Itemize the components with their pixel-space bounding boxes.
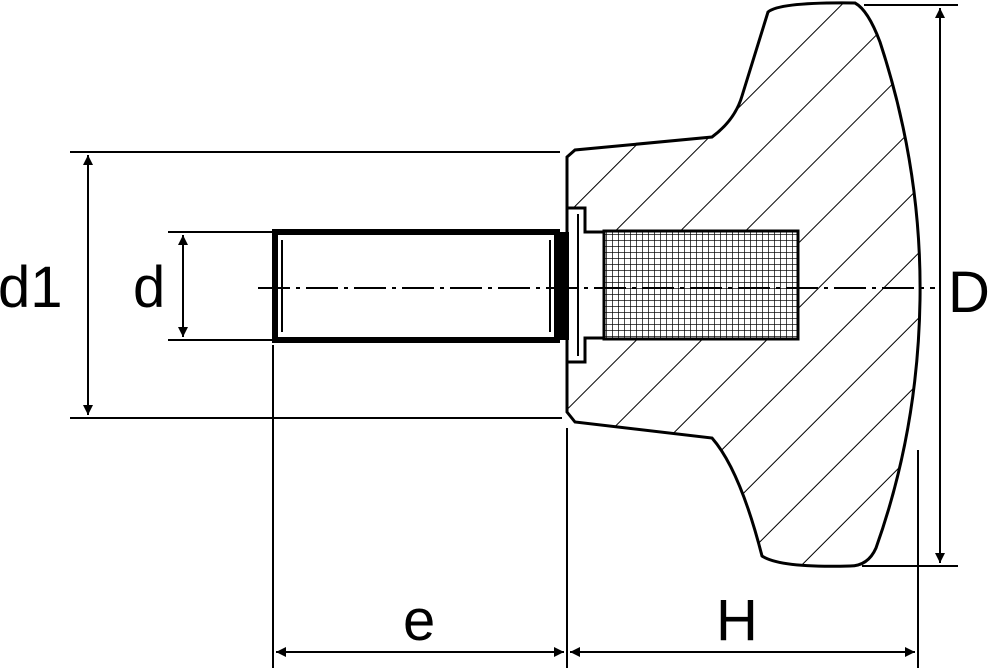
knob-body bbox=[565, 1, 922, 568]
knurled-insert bbox=[602, 229, 800, 341]
label-e: e bbox=[403, 588, 435, 653]
threaded-stud bbox=[272, 229, 569, 343]
label-D: D bbox=[948, 260, 990, 325]
label-d: d bbox=[133, 255, 165, 320]
dimension-lines bbox=[83, 7, 945, 657]
extension-lines bbox=[70, 4, 958, 668]
label-H: H bbox=[716, 588, 758, 653]
washer bbox=[565, 206, 606, 364]
label-d1: d1 bbox=[0, 255, 63, 320]
